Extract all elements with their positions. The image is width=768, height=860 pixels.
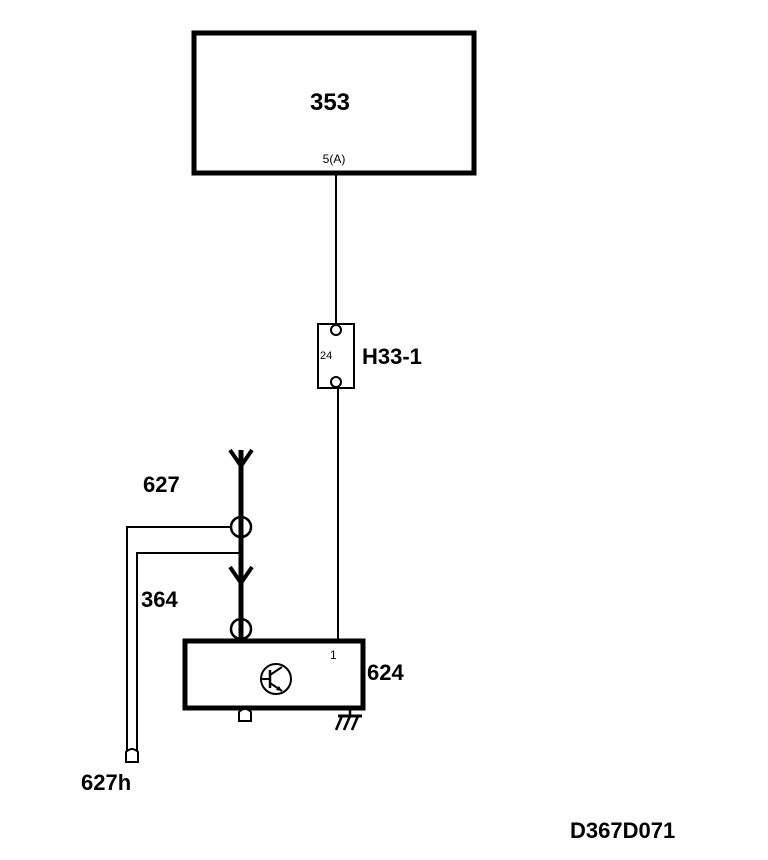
sensor-pin-label: 1 [330,648,337,662]
connector-pin-top [330,324,342,336]
ecu-label: 353 [310,89,350,116]
arrow-top-icon [228,448,254,470]
arrow-middle-icon [228,565,254,587]
connector-pin-bottom [330,376,342,388]
ground-icon [334,708,362,731]
transistor-icon [260,663,292,695]
sensor-connector-icon [238,708,252,722]
wire-627-branch [126,526,231,752]
connector-label: H33-1 [362,344,422,369]
sensor-label: 624 [367,660,404,685]
drawing-id: D367D071 [570,818,675,843]
ecu-box-353 [191,30,477,176]
wire-label-627: 627 [143,472,180,497]
connector-pin-number: 24 [320,350,332,362]
ecu-pin-label: 5(A) [323,152,346,166]
wire-label-364: 364 [141,587,178,612]
connector-627h-icon [125,748,139,763]
bottom-connector-label: 627h [81,770,131,795]
wire-364-branch [136,552,241,752]
sensor-box-624 [182,638,366,711]
